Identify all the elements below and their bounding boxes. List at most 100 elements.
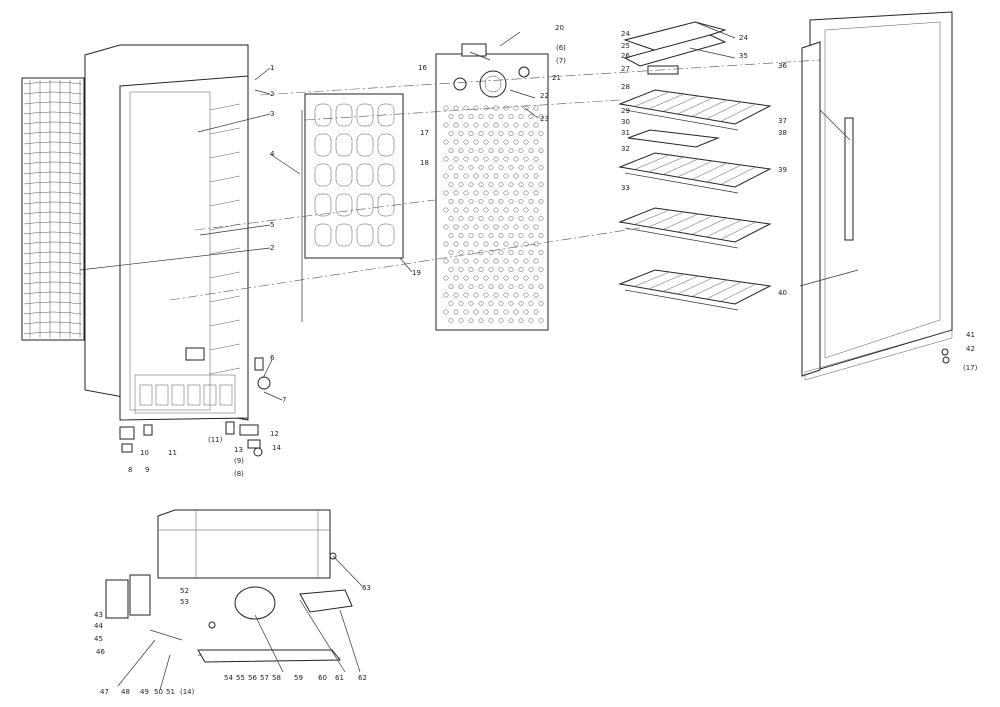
panel-hole	[483, 122, 489, 128]
callout-8: 8	[128, 466, 132, 474]
panel-hole	[528, 250, 534, 255]
panel-hole	[508, 318, 514, 323]
panel-hole	[528, 301, 534, 306]
panel-hole	[518, 250, 524, 255]
panel-hole	[513, 258, 519, 264]
callout-47: 47	[100, 688, 109, 696]
evaporator-loop	[377, 223, 395, 247]
panel-hole	[528, 216, 534, 221]
panel-hole	[503, 224, 509, 230]
panel-hole	[488, 199, 494, 204]
panel-hole	[513, 309, 519, 315]
panel-hole	[443, 309, 449, 315]
panel-hole	[513, 241, 519, 247]
coil-tube	[23, 91, 83, 95]
callout-49: 49	[140, 688, 149, 696]
panel-hole	[448, 165, 454, 170]
panel-hole	[468, 284, 474, 289]
panel-hole	[513, 139, 519, 145]
coil-tube	[23, 221, 83, 225]
panel-hole	[483, 275, 489, 281]
panel-hole	[498, 233, 504, 238]
panel-hole	[498, 148, 504, 153]
evaporator-loop	[335, 193, 353, 217]
panel-hole	[468, 250, 474, 255]
evaporator-loop	[335, 163, 353, 187]
panel-hole	[463, 139, 469, 145]
callout-24a: 24	[621, 30, 630, 38]
evaporator-loop	[314, 223, 332, 247]
callout-36: 36	[778, 62, 787, 70]
callout-1: 1	[270, 64, 274, 72]
panel-hole	[448, 182, 454, 187]
panel-hole	[518, 114, 524, 119]
panel-hole	[493, 275, 499, 281]
panel-hole	[508, 301, 514, 306]
panel-hole	[513, 190, 519, 196]
evaporator-loop	[314, 133, 332, 157]
panel-hole	[478, 199, 484, 204]
panel-hole	[538, 148, 544, 153]
evaporator-loop	[377, 163, 395, 187]
panel-hole	[513, 122, 519, 128]
panel-hole	[473, 156, 479, 162]
callout-9p: (9)	[234, 457, 244, 465]
panel-hole	[448, 114, 454, 119]
panel-hole	[498, 199, 504, 204]
panel-hole	[468, 267, 474, 272]
panel-hole	[483, 173, 489, 179]
panel-hole	[488, 233, 494, 238]
evaporator-loop	[314, 193, 332, 217]
panel-hole	[533, 258, 539, 264]
evaporator-loop	[314, 103, 332, 127]
panel-hole	[483, 190, 489, 196]
panel-hole	[488, 267, 494, 272]
shelf-rail	[209, 271, 241, 279]
panel-hole	[448, 199, 454, 204]
panel-hole	[523, 139, 529, 145]
panel-hole	[508, 165, 514, 170]
shelf-rail	[209, 175, 241, 183]
panel-hole	[463, 275, 469, 281]
shelf-rail	[209, 295, 241, 303]
panel-hole	[493, 258, 499, 264]
panel-hole	[508, 114, 514, 119]
panel-hole	[458, 284, 464, 289]
panel-hole	[463, 224, 469, 230]
panel-hole	[443, 173, 449, 179]
callout-53: 53	[180, 598, 189, 606]
panel-hole	[533, 105, 539, 111]
panel-hole	[503, 292, 509, 298]
callout-6p: (6)	[556, 44, 566, 52]
panel-hole	[463, 207, 469, 213]
panel-hole	[523, 275, 529, 281]
callout-59: 59	[294, 674, 303, 682]
panel-hole	[443, 122, 449, 128]
panel-hole	[498, 131, 504, 136]
panel-hole	[503, 258, 509, 264]
cabinet-feet	[119, 421, 263, 457]
panel-hole	[508, 233, 514, 238]
panel-hole	[533, 173, 539, 179]
callout-40: 40	[778, 289, 787, 297]
panel-hole	[498, 301, 504, 306]
panel-hole	[508, 131, 514, 136]
panel-hole	[523, 190, 529, 196]
panel-hole	[453, 122, 459, 128]
panel-hole	[503, 156, 509, 162]
floor-rib	[219, 384, 233, 406]
panel-hole	[453, 156, 459, 162]
callout-41: 41	[966, 331, 975, 339]
panel-hole	[453, 292, 459, 298]
wire-shelf	[618, 152, 772, 194]
wire-shelf	[618, 269, 772, 311]
coil-tube	[23, 81, 83, 85]
panel-hole	[448, 284, 454, 289]
panel-hole	[518, 131, 524, 136]
coil-tube	[23, 311, 83, 315]
panel-hole	[453, 173, 459, 179]
floor-rib	[203, 384, 217, 406]
panel-hole	[483, 258, 489, 264]
panel-hole	[493, 292, 499, 298]
callout-27: 27	[621, 65, 630, 73]
